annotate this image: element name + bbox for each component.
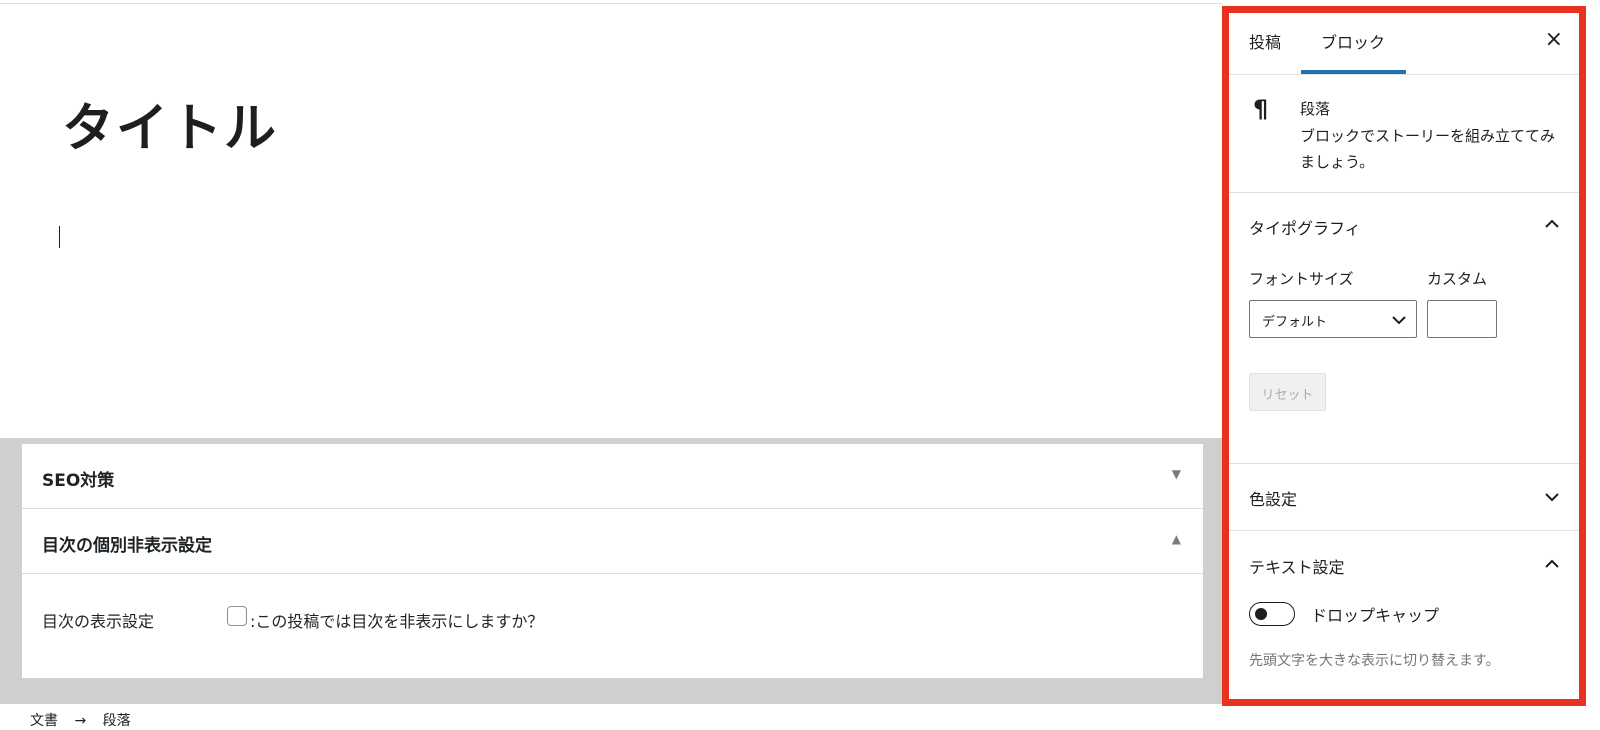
toc-metabox-title: 目次の個別非表示設定 [42,536,212,556]
color-panel-toggle[interactable]: 色設定 [1249,490,1298,509]
reset-button-label: リセット [1261,388,1314,403]
seo-metabox-header[interactable]: SEO対策 ▼ [22,444,1203,509]
dropcap-label[interactable]: ドロップキャップ [1311,606,1440,625]
top-divider [0,3,1222,4]
hide-toc-checkbox[interactable] [227,606,247,626]
dropcap-toggle[interactable] [1249,602,1295,626]
typography-panel: タイポグラフィ フォントサイズ カスタム デフォルト リセット [1229,193,1579,464]
breadcrumb-item-document[interactable]: 文書 [30,713,58,729]
block-card-title: 段落 [1300,100,1331,118]
text-settings-panel: テキスト設定 ドロップキャップ 先頭文字を大きな表示に切り替えます。 [1229,531,1579,699]
toc-metabox: 目次の個別非表示設定 ▲ 目次の表示設定 :この投稿では目次を非表示にしますか？ [22,509,1203,678]
metabox-area: SEO対策 ▼ 目次の個別非表示設定 ▲ 目次の表示設定 :この投稿では目次を非… [0,438,1222,704]
toc-metabox-header[interactable]: 目次の個別非表示設定 ▲ [22,509,1203,574]
settings-sidebar: 投稿 ブロック × ¶ 段落 ブロックでストーリーを組み立ててみましょう。 タイ… [1222,6,1586,706]
toc-field-label: 目次の表示設定 [42,612,155,631]
reset-button[interactable]: リセット [1249,373,1326,411]
post-title[interactable]: タイトル [62,99,279,159]
dropcap-help-text: 先頭文字を大きな表示に切り替えます。 [1249,653,1500,669]
breadcrumb-item-paragraph[interactable]: 段落 [102,713,131,729]
tab-block[interactable]: ブロック [1321,33,1386,52]
toc-metabox-body: 目次の表示設定 :この投稿では目次を非表示にしますか？ [22,574,1203,678]
seo-metabox: SEO対策 ▼ [22,444,1203,509]
paragraph-icon: ¶ [1253,95,1269,123]
editor-canvas[interactable]: タイトル SEO対策 ▼ 目次の個別非表示設定 ▲ 目次の表示設定 :この投稿で… [0,0,1222,729]
text-settings-panel-toggle[interactable]: テキスト設定 [1249,558,1345,577]
text-caret [59,226,60,248]
breadcrumb-separator: → [74,713,87,729]
custom-size-label: カスタム [1427,270,1488,288]
seo-metabox-title: SEO対策 [42,471,115,491]
font-size-select[interactable]: デフォルト [1249,300,1417,338]
sidebar-tabs: 投稿 ブロック × [1229,13,1579,75]
tab-post[interactable]: 投稿 [1249,33,1282,52]
chevron-down-icon[interactable] [1543,488,1561,506]
caret-up-icon[interactable]: ▲ [1171,532,1181,546]
chevron-down-icon [1390,311,1408,329]
block-card: ¶ 段落 ブロックでストーリーを組み立ててみましょう。 [1229,75,1579,193]
caret-down-icon[interactable]: ▼ [1171,467,1181,481]
block-card-description: ブロックでストーリーを組み立ててみましょう。 [1300,127,1556,171]
typography-panel-toggle[interactable]: タイポグラフィ [1249,219,1361,238]
close-icon[interactable]: × [1544,27,1563,52]
chevron-up-icon[interactable] [1543,555,1561,573]
toggle-knob [1255,608,1267,620]
active-tab-indicator [1301,70,1406,74]
hide-toc-checkbox-label[interactable]: :この投稿では目次を非表示にしますか？ [250,612,544,631]
color-panel: 色設定 [1229,464,1579,531]
font-size-select-value: デフォルト [1262,315,1328,330]
chevron-up-icon[interactable] [1543,215,1561,233]
block-breadcrumb: 文書 → 段落 [30,710,131,730]
font-size-label: フォントサイズ [1249,270,1354,288]
custom-size-input[interactable] [1427,300,1497,338]
